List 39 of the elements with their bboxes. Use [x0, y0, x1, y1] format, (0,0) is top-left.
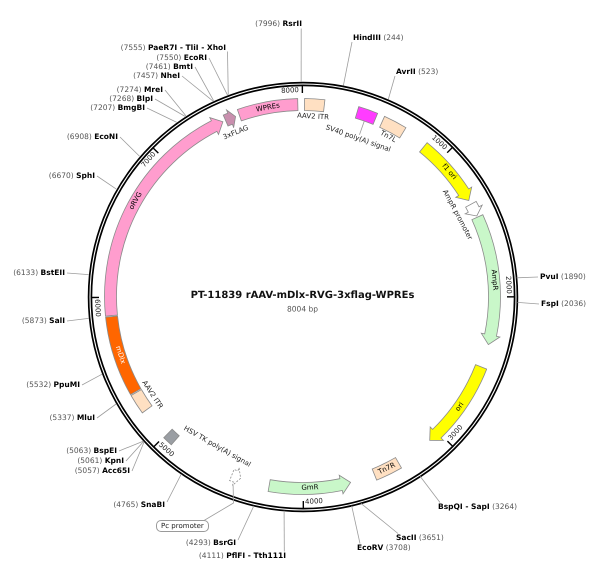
leader-line	[154, 98, 186, 117]
leader-line	[132, 442, 145, 472]
leader-line	[388, 76, 396, 100]
leader-line	[238, 506, 254, 540]
feature-block	[371, 456, 403, 481]
feature-block	[354, 105, 379, 125]
leader-line	[420, 476, 440, 503]
leader-line	[182, 76, 214, 102]
leader-line	[204, 484, 234, 521]
leader-line	[517, 302, 540, 304]
leader-line	[146, 108, 177, 123]
directional-feature	[470, 213, 501, 345]
leader-line	[82, 374, 102, 386]
leader-line	[284, 510, 285, 552]
directional-feature	[428, 363, 487, 441]
leader-line	[66, 318, 90, 322]
leader-line	[516, 276, 538, 278]
leader-line	[343, 42, 352, 86]
directional-feature	[228, 466, 242, 486]
leader-line	[120, 136, 140, 157]
feature-block	[303, 97, 326, 113]
leader-line	[66, 272, 90, 275]
leader-line	[208, 58, 228, 96]
directional-feature	[267, 474, 352, 496]
leader-line	[227, 51, 229, 96]
leader-line	[96, 403, 117, 418]
feature-block	[236, 97, 299, 122]
leader-line	[194, 66, 214, 102]
leader-line	[164, 90, 186, 116]
leader-line	[166, 474, 182, 502]
feature-block	[104, 314, 142, 395]
leader-line	[351, 505, 360, 544]
leader-line	[96, 176, 117, 190]
leader-line	[359, 120, 365, 136]
leader-line	[300, 28, 302, 82]
leader-line	[126, 441, 144, 462]
plasmid-title: PT-11839 rAAV-mDlx-RVG-3xflag-WPREs	[190, 291, 414, 301]
leader-line	[118, 440, 144, 452]
leader-line	[360, 503, 398, 534]
